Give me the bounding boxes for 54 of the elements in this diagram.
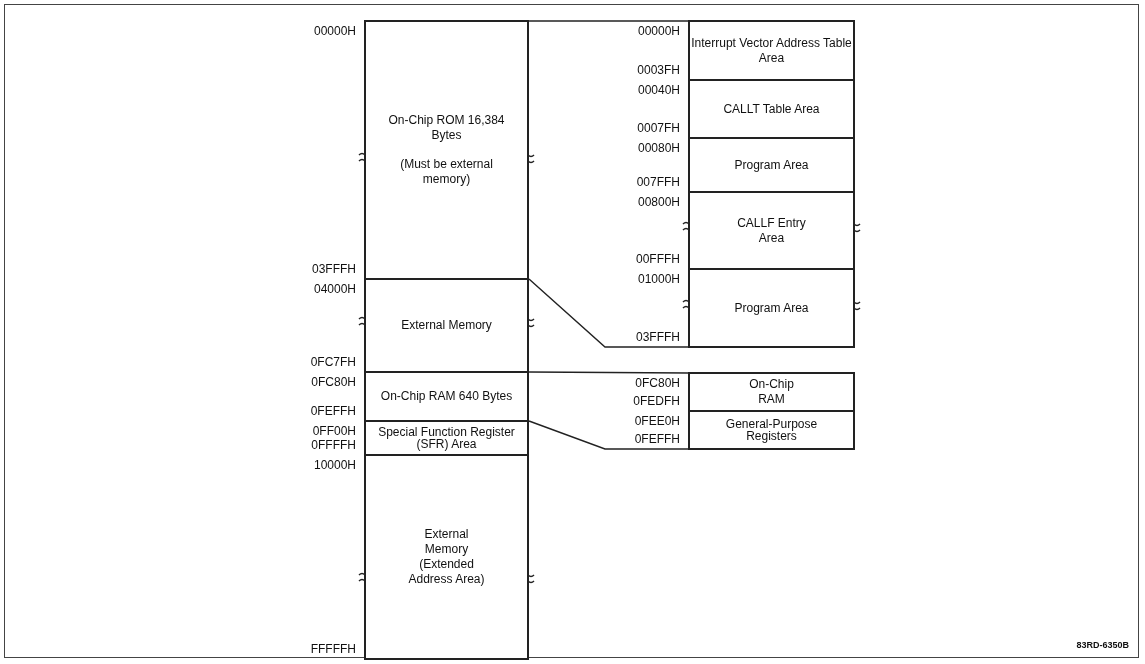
address-label: 04000H	[312, 282, 356, 296]
address-label: 0FF00H	[311, 424, 356, 438]
address-label: 0FC80H	[634, 376, 680, 390]
memory-block	[688, 20, 855, 81]
block-label: External Memory	[401, 318, 492, 333]
address-label: 00800H	[636, 195, 680, 209]
block-label: CALLF Entry Area	[736, 215, 807, 246]
block-label: (Must be external memory)	[399, 157, 494, 187]
address-label: 0FC7FH	[309, 355, 356, 369]
memory-block	[364, 371, 529, 422]
address-label: 0FEFFH	[309, 404, 356, 418]
block-label: On-Chip RAM	[748, 377, 795, 407]
address-label: 0FEFFH	[633, 432, 680, 446]
address-label: 10000H	[312, 458, 356, 472]
memory-block	[688, 372, 855, 412]
block-label: External Memory (Extended Address Area)	[407, 527, 486, 587]
block-label: Program Area	[734, 300, 809, 316]
block-label: CALLT Table Area	[723, 101, 820, 117]
address-label: 03FFFH	[635, 330, 680, 344]
address-label: 0007FH	[636, 121, 680, 135]
address-label: 00040H	[636, 83, 680, 97]
block-label: Interrupt Vector Address Table Area	[690, 35, 853, 66]
expansion-line	[528, 420, 689, 450]
address-label: 00FFFH	[635, 252, 680, 266]
address-label: 00000H	[636, 24, 680, 38]
address-label: 0FFFFH	[310, 438, 356, 452]
memory-block	[364, 278, 529, 373]
address-label: 0FEE0H	[633, 414, 680, 428]
memory-block	[364, 420, 529, 456]
address-label: 0FEDFH	[632, 394, 680, 408]
memory-block	[688, 137, 855, 193]
address-label: 00080H	[636, 141, 680, 155]
block-label: Special Function Register (SFR) Area	[377, 426, 516, 450]
memory-block	[688, 79, 855, 139]
block-label: Program Area	[734, 157, 809, 173]
expansion-line	[528, 371, 689, 374]
address-label: 0003FH	[636, 63, 680, 77]
memory-block	[364, 20, 529, 280]
address-label: 007FFH	[635, 175, 680, 189]
figure-number: 83RD-6350B	[1076, 640, 1129, 650]
memory-block	[688, 268, 855, 348]
expansion-line	[528, 278, 689, 348]
memory-block	[364, 454, 529, 660]
memory-block	[688, 410, 855, 450]
memory-block	[688, 191, 855, 270]
address-label: FFFFFH	[309, 642, 356, 656]
expansion-line	[528, 20, 689, 22]
address-label: 01000H	[636, 272, 680, 286]
block-label: On-Chip ROM 16,384 Bytes	[387, 113, 506, 143]
address-label: 03FFFH	[311, 262, 356, 276]
block-label: On-Chip RAM 640 Bytes	[380, 389, 513, 404]
address-label: 00000H	[312, 24, 356, 38]
address-label: 0FC80H	[310, 375, 356, 389]
block-label: General-Purpose Registers	[724, 418, 819, 442]
